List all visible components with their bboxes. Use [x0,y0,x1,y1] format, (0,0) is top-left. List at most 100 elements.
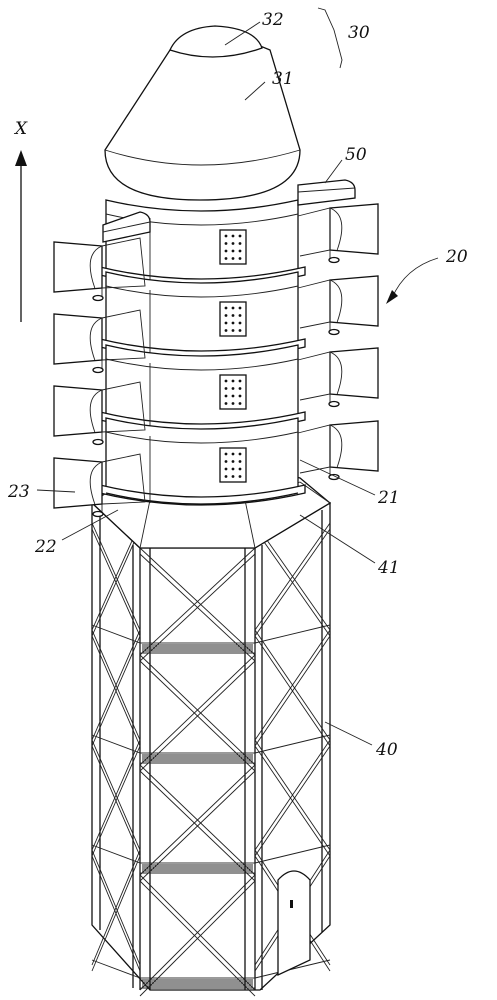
blade-panel [53,241,103,293]
blade-arm [101,237,146,289]
panel-rivet [224,306,228,310]
blade-curve [89,317,103,361]
left-blades [53,237,146,518]
brace [91,849,141,966]
blade-hub [92,438,104,446]
panel-rivet [224,242,228,245]
panel-rivet [231,379,235,383]
label-20: 20 [445,247,468,267]
lattice-panels [91,522,331,997]
segment-ring [105,431,299,444]
blade [328,347,379,408]
x-axis-arrow [15,150,27,322]
panel-rivet [231,467,235,471]
platform-edge [91,959,141,979]
panel-rivet [224,314,228,317]
body-segment [99,271,306,360]
blade-hub [92,510,104,518]
panel-rivet [238,379,242,383]
segment-shell [105,199,299,287]
panel-rivet [224,402,228,405]
blade-curve [89,245,103,289]
brace [254,739,331,851]
brace [254,528,331,637]
panel-rivet [238,394,242,398]
panel-rivet [231,249,235,253]
blade [53,385,104,446]
housing-box-right [297,179,356,206]
brace [91,745,141,857]
panel-rivet [224,234,228,238]
blade-curve [329,424,343,468]
panel-rivet [224,452,228,456]
blade-curve [329,279,343,323]
blade [53,457,104,518]
panel-rivet [238,314,242,317]
nose-cone [104,25,301,201]
panel-rivet [231,306,235,310]
platform-edge [91,844,141,864]
panel-rivet [238,467,242,471]
rotor-body-segments [99,199,306,506]
panel-rivet [238,329,242,332]
brace [254,629,331,741]
brace [254,745,331,857]
platform-edge [254,734,331,754]
blade-curve [89,389,103,433]
body-segment [99,344,306,433]
panel-rivet [224,321,228,325]
blade-arm [297,424,331,474]
blade-curve [89,461,103,505]
brace [91,855,141,972]
tower-door [277,870,311,977]
door-handle [290,900,293,908]
panel-rivet [231,234,235,238]
panel-rivet [238,321,242,325]
label-31: 31 [272,69,294,89]
blade-hub [328,473,340,481]
blade [328,203,379,264]
brace [139,764,256,876]
panel-rivet [224,475,228,478]
panel-rivet [231,460,235,463]
platform-edge [91,624,141,644]
panel-rivet [224,394,228,398]
brace [139,654,256,766]
label-32: 32 [262,10,284,30]
right-blades [297,203,379,481]
panel-rivet [238,306,242,310]
panel-rivet [238,460,242,463]
segment-flange [99,484,306,506]
blade-arm [101,309,146,361]
panel-rivet [238,242,242,245]
label-30: 30 [348,23,370,43]
blade-panel [329,420,379,472]
label-22: 22 [34,537,57,557]
panel-rivet [231,475,235,478]
segment-ring [105,285,299,298]
panel-rivet [231,394,235,398]
blade [53,313,104,374]
brace [91,635,141,747]
segment-shell [105,344,299,432]
housing-box-left [102,211,151,243]
blade-arm [297,207,331,257]
blade-hub [328,328,340,336]
blade-panel [329,203,379,255]
panel-rivet [238,387,242,390]
platform-edge [91,734,141,754]
panel-rivet [224,387,228,390]
blade [328,275,379,336]
brace [254,522,331,631]
body-segment [99,199,306,288]
panel-rivet [238,249,242,253]
blade-hub [328,400,340,408]
label-23: 23 [7,482,30,502]
panel-rivet [238,452,242,456]
blade-panel [53,457,103,509]
blade [53,241,104,302]
panel-rivet [231,257,235,260]
brace [91,629,141,741]
segment-ring [105,358,299,371]
